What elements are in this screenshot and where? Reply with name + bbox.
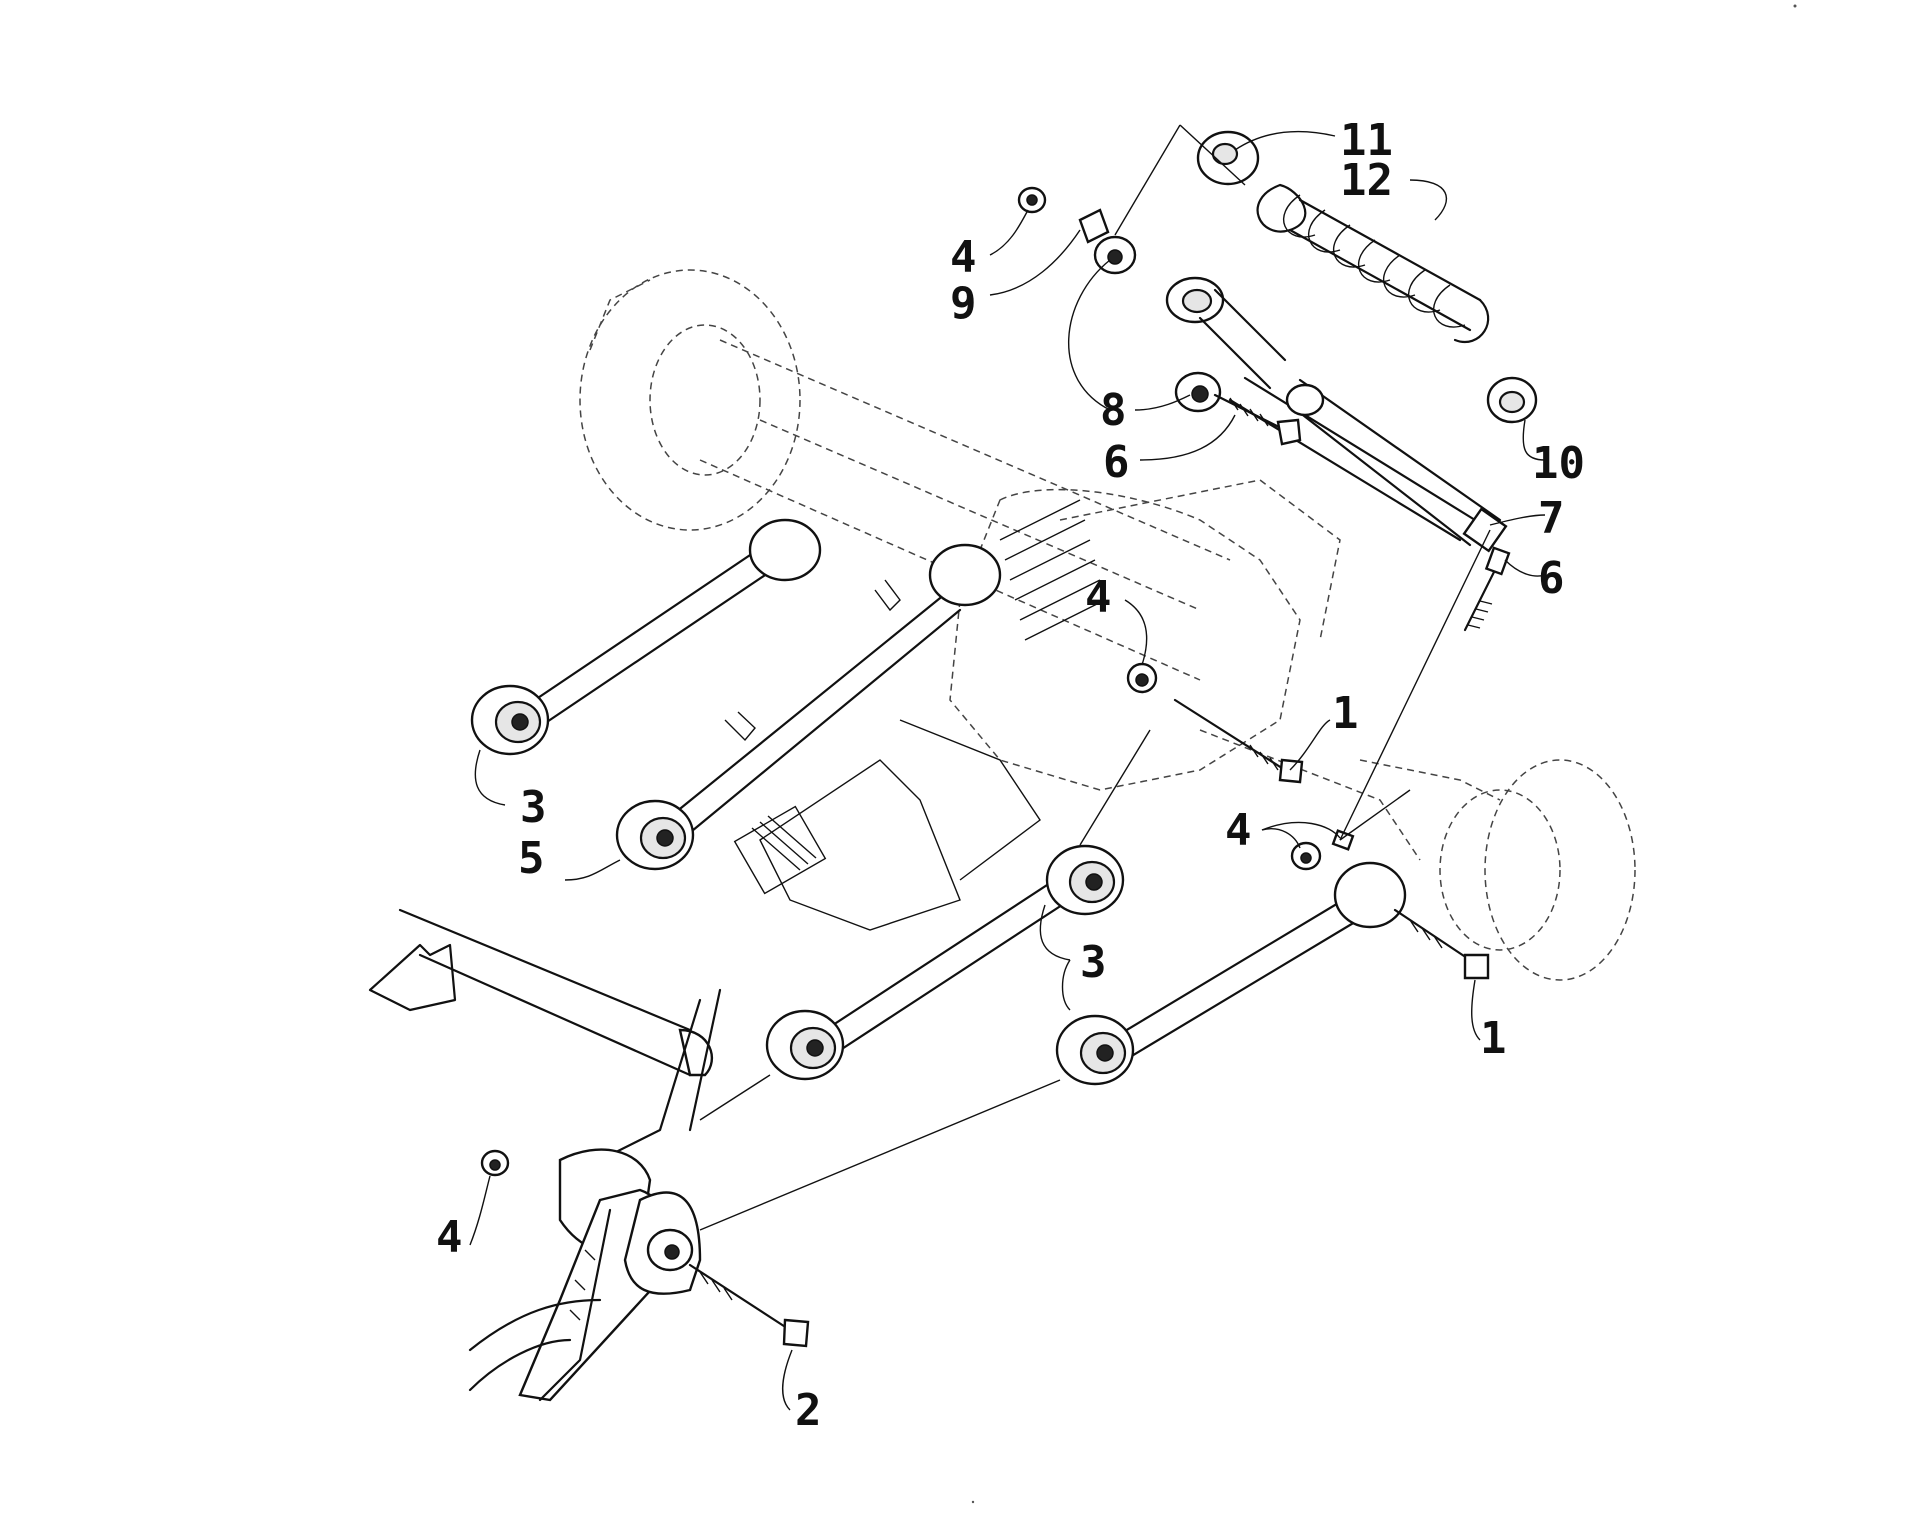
callout-2: 2 — [795, 1385, 822, 1436]
center-bolt-and-nut — [1126, 662, 1304, 784]
callout-11: 11 — [1340, 115, 1393, 166]
link-arm-5 — [615, 543, 1002, 871]
link-arm-upper-left — [470, 518, 822, 756]
callout-4-right: 4 — [1225, 805, 1252, 856]
callout-6-upper: 6 — [1103, 437, 1130, 488]
callout-1-right: 1 — [1480, 1013, 1507, 1064]
coil-spring — [1256, 183, 1490, 343]
rear-axle-housing — [579, 269, 1636, 981]
right-nut — [1290, 829, 1355, 871]
front-mount-nut — [480, 1149, 510, 1177]
shock-lower-hardware — [1174, 371, 1302, 446]
link-arm-lower-right — [1055, 861, 1407, 1086]
vertical-bolt — [1463, 546, 1511, 632]
callout-7: 7 — [1538, 493, 1565, 544]
bellows-boot — [999, 499, 1106, 641]
bottom-mark — [971, 1500, 975, 1504]
callout-6-right: 6 — [1538, 553, 1565, 604]
callout-4-top: 4 — [950, 232, 977, 283]
callout-4-front: 4 — [436, 1212, 463, 1263]
callout-5: 5 — [518, 833, 545, 884]
leader-lines — [469, 124, 1546, 1411]
shock-absorber — [1165, 276, 1508, 553]
callout-1-center: 1 — [1332, 688, 1359, 739]
callout-3-lower: 3 — [1080, 937, 1107, 988]
callout-12: 12 — [1340, 155, 1393, 206]
frame-crossbar — [368, 908, 722, 1162]
callout-10: 10 — [1532, 438, 1585, 489]
callout-labels: 11 12 4 9 8 6 10 7 6 4 1 3 5 4 3 1 4 2 — [436, 115, 1585, 1436]
spring-seat-bottom — [1486, 376, 1538, 424]
callout-4-center: 4 — [1085, 572, 1112, 623]
corner-mark — [1793, 4, 1797, 8]
callout-3-left: 3 — [520, 782, 547, 833]
front-mount-bolt — [688, 1263, 810, 1348]
right-lower-bolt — [1393, 908, 1490, 980]
callout-8: 8 — [1100, 385, 1127, 436]
front-mount-bracket — [468, 1148, 702, 1402]
spring-seat-top — [1196, 130, 1260, 186]
link-arm-lower-front — [765, 844, 1125, 1081]
drive-shaft — [733, 719, 1041, 931]
callout-9: 9 — [950, 278, 977, 329]
